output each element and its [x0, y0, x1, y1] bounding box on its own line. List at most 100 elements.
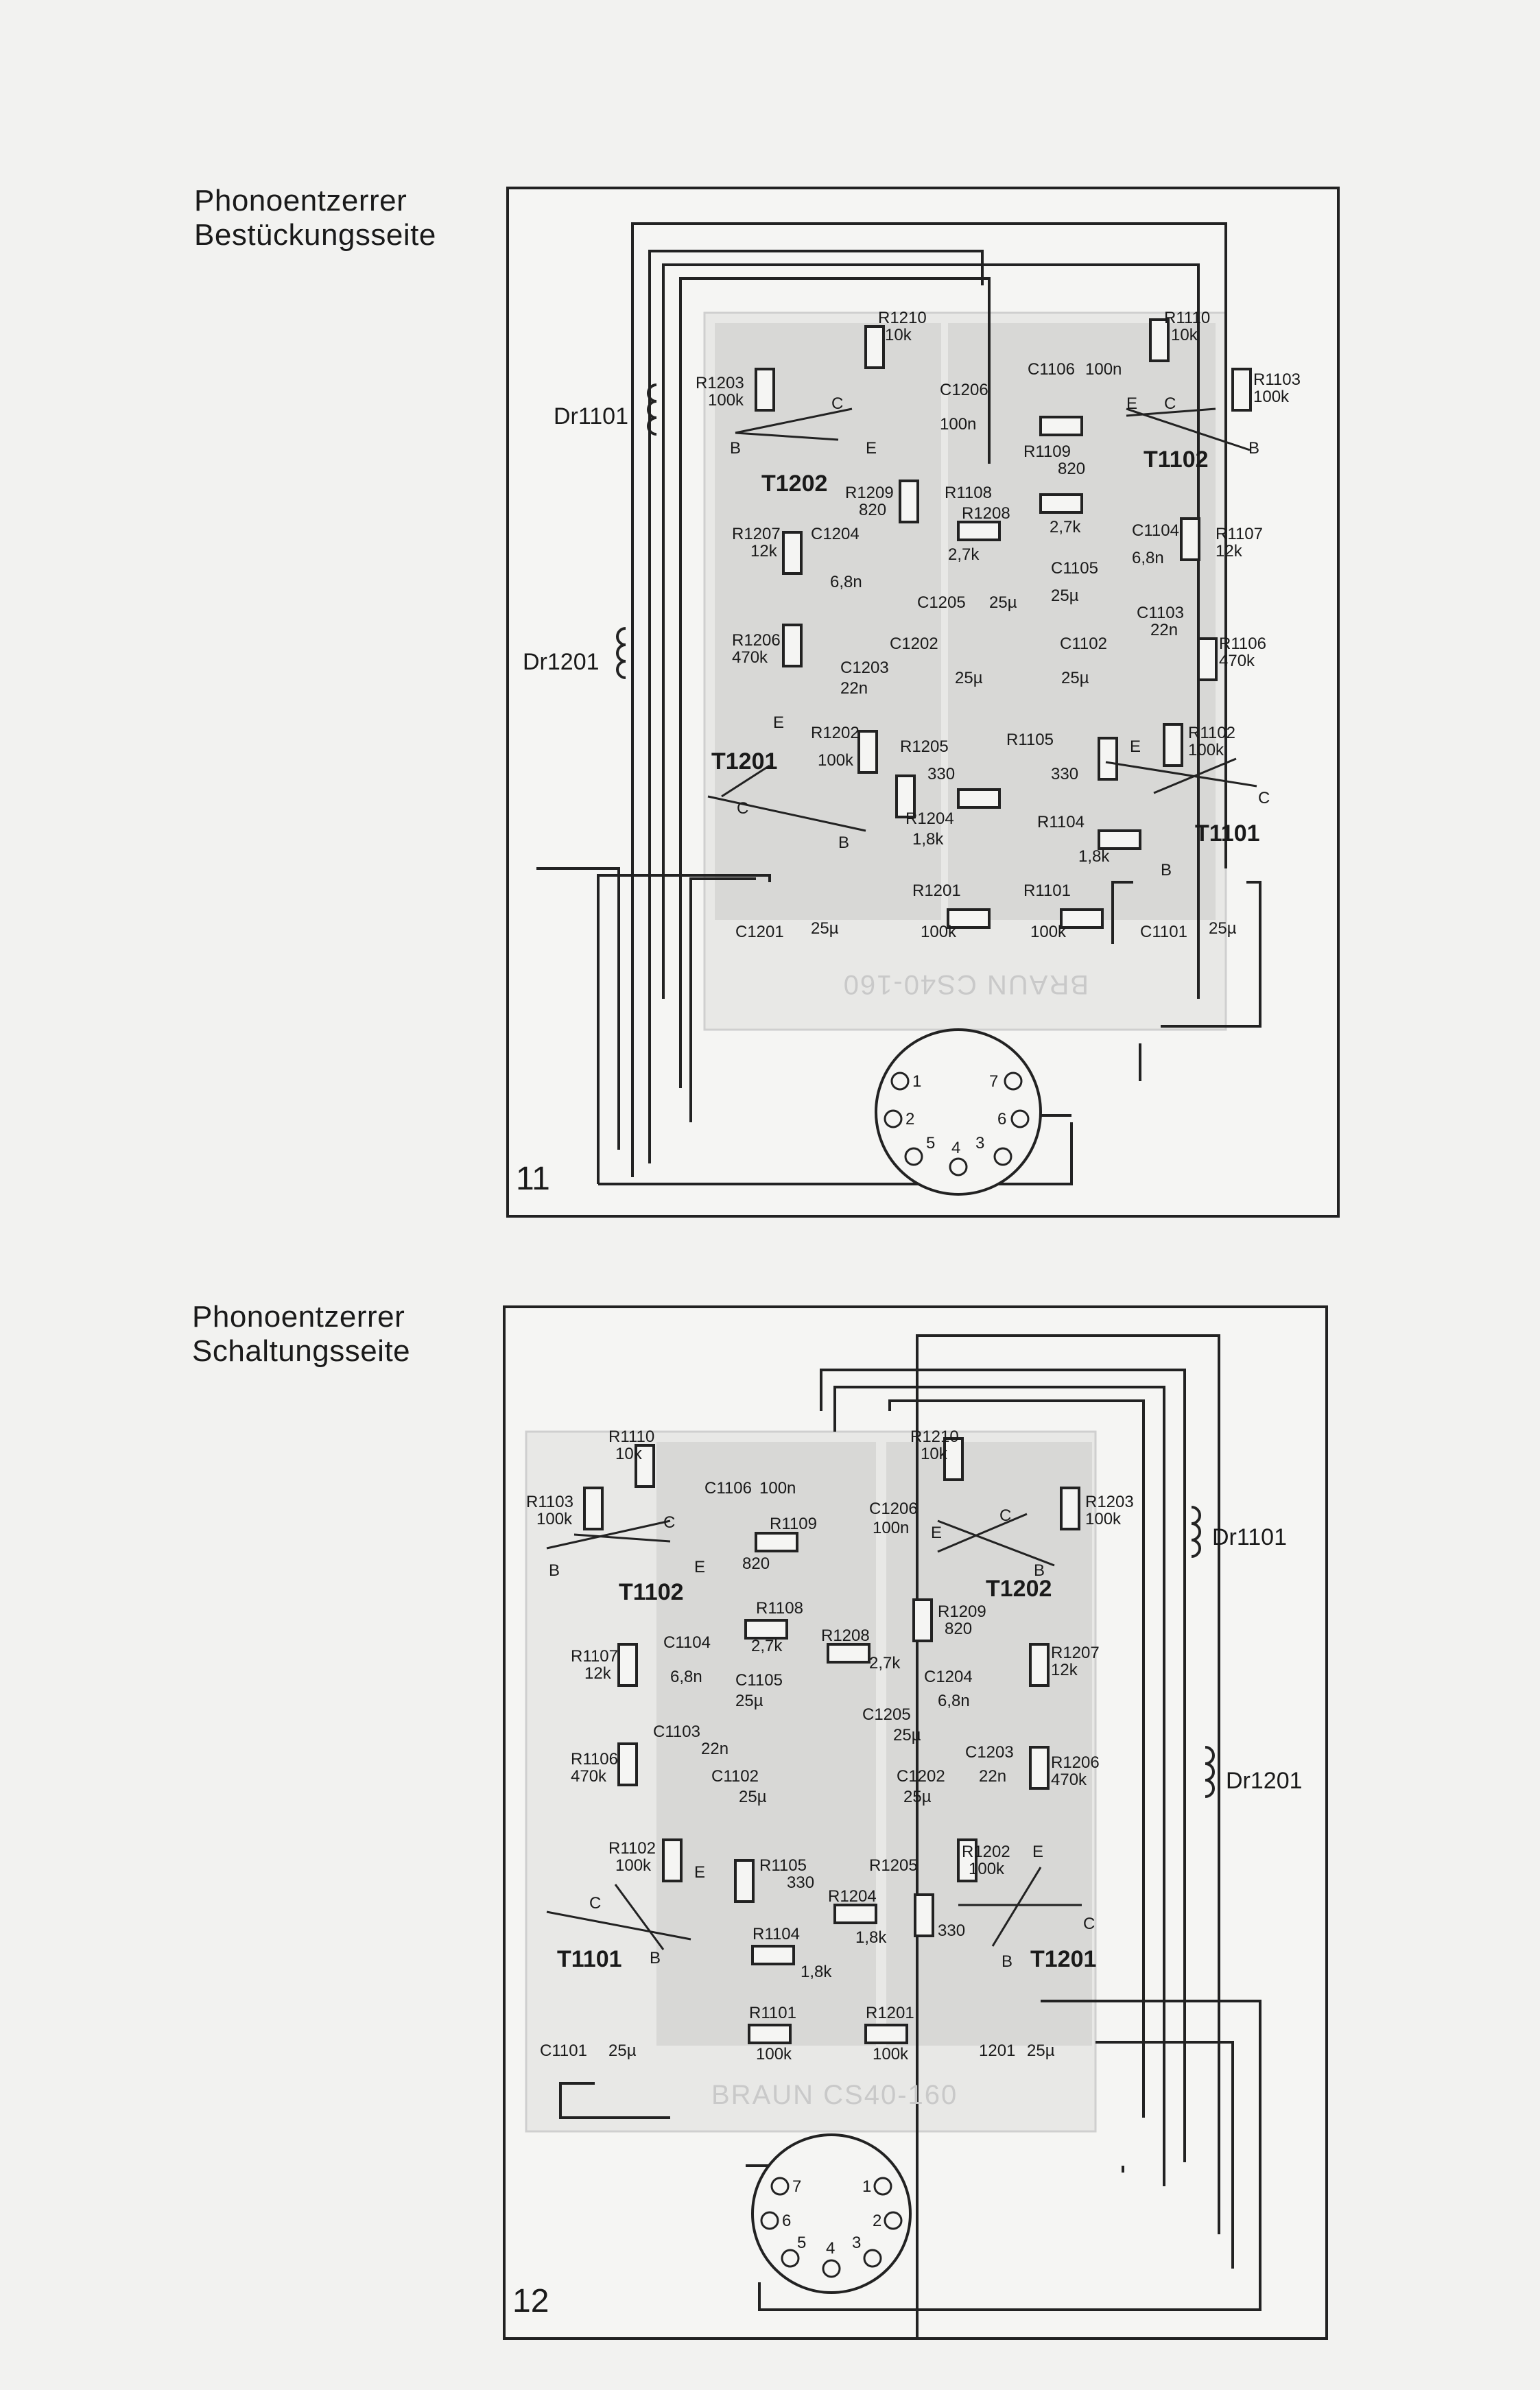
svg-text:25µ: 25µ — [739, 1788, 767, 1806]
dr1101-coil-icon — [1191, 1506, 1201, 1558]
svg-text:B: B — [838, 833, 849, 852]
svg-text:C1105: C1105 — [735, 1671, 783, 1690]
svg-text:470k: 470k — [732, 648, 768, 667]
svg-text:100k: 100k — [1188, 741, 1224, 759]
svg-text:2,7k: 2,7k — [869, 1654, 901, 1672]
svg-text:2,7k: 2,7k — [1050, 518, 1081, 536]
pin-1-label: 1 — [862, 2177, 871, 2196]
svg-text:100k: 100k — [1030, 923, 1067, 941]
pin-2-label: 2 — [873, 2212, 881, 2230]
svg-text:1,8k: 1,8k — [1078, 847, 1110, 866]
svg-text:C: C — [1164, 394, 1176, 413]
svg-text:E: E — [694, 1558, 705, 1576]
figure-11-frame: Dr1101 Dr1201 — [506, 187, 1340, 1218]
t1202-label: T1202 — [761, 471, 827, 497]
svg-text:E: E — [1130, 737, 1141, 756]
svg-text:C: C — [1083, 1915, 1095, 1933]
svg-text:R1101: R1101 — [749, 2004, 796, 2022]
svg-text:E: E — [1126, 394, 1137, 413]
svg-text:100k: 100k — [756, 2045, 792, 2063]
svg-text:R1109: R1109 — [1023, 442, 1071, 461]
svg-text:C: C — [1258, 789, 1270, 807]
svg-text:1,8k: 1,8k — [912, 830, 944, 849]
svg-text:25µ: 25µ — [1051, 587, 1079, 605]
svg-text:R1209: R1209 — [845, 484, 894, 502]
svg-text:C1202: C1202 — [890, 635, 938, 653]
t1101-label: T1101 — [557, 1946, 622, 1972]
svg-text:25µ: 25µ — [735, 1692, 763, 1710]
svg-text:R1202: R1202 — [962, 1843, 1010, 1861]
svg-text:6,8n: 6,8n — [1132, 549, 1164, 567]
svg-text:2,7k: 2,7k — [751, 1637, 783, 1655]
svg-text:25µ: 25µ — [989, 593, 1017, 612]
svg-text:R1208: R1208 — [962, 504, 1010, 523]
svg-text:100k: 100k — [1085, 1510, 1122, 1528]
svg-text:C1105: C1105 — [1051, 559, 1098, 578]
t1102-label: T1102 — [1144, 447, 1209, 473]
connector-pins — [760, 2177, 903, 2278]
svg-text:R1110: R1110 — [608, 1428, 654, 1446]
pin-4-label: 4 — [826, 2239, 835, 2258]
dr1101-label: Dr1101 — [554, 403, 628, 429]
svg-text:C1202: C1202 — [897, 1767, 945, 1786]
svg-text:22n: 22n — [1150, 621, 1178, 639]
svg-text:C1204: C1204 — [811, 525, 860, 543]
pin-6-label: 6 — [997, 1110, 1006, 1128]
svg-text:820: 820 — [1058, 460, 1085, 478]
svg-text:C: C — [999, 1506, 1011, 1525]
svg-text:25µ: 25µ — [893, 1726, 921, 1744]
svg-text:R1203: R1203 — [696, 374, 744, 392]
svg-text:R1105: R1105 — [1006, 731, 1054, 749]
svg-text:25µ: 25µ — [1027, 2042, 1055, 2060]
pin-3-label: 3 — [852, 2234, 861, 2252]
svg-text:1201: 1201 — [979, 2042, 1015, 2060]
wiring — [536, 222, 1261, 1185]
t1102-label: T1102 — [619, 1579, 684, 1605]
svg-text:100k: 100k — [615, 1856, 652, 1875]
svg-text:100k: 100k — [921, 923, 957, 941]
svg-text:C1104: C1104 — [663, 1633, 711, 1652]
svg-text:C1206: C1206 — [869, 1500, 918, 1518]
figure-11-title-line1: Phonoentzerrer — [194, 184, 407, 217]
connector-pins — [884, 1072, 1030, 1176]
svg-text:100k: 100k — [818, 751, 854, 770]
transistor-markings — [707, 407, 1257, 832]
svg-text:E: E — [773, 713, 784, 732]
dr1201-label: Dr1201 — [1226, 1768, 1303, 1794]
figure-12-title: Phonoentzerrer Schaltungsseite — [192, 1300, 410, 1369]
svg-text:100n: 100n — [940, 415, 976, 434]
svg-text:C: C — [831, 394, 843, 413]
svg-text:R1203: R1203 — [1085, 1493, 1134, 1511]
svg-text:R1206: R1206 — [732, 631, 781, 650]
svg-text:C1102: C1102 — [1060, 635, 1107, 653]
svg-text:820: 820 — [859, 501, 886, 519]
svg-text:C: C — [663, 1513, 675, 1532]
svg-text:100k: 100k — [969, 1860, 1005, 1878]
svg-text:R1202: R1202 — [811, 724, 860, 742]
resistors — [755, 318, 1252, 929]
svg-text:820: 820 — [945, 1620, 972, 1638]
svg-text:100k: 100k — [1253, 388, 1290, 406]
pin-1-label: 1 — [912, 1072, 921, 1091]
svg-text:330: 330 — [927, 765, 955, 783]
svg-text:330: 330 — [938, 1921, 965, 1940]
figure-12-diagram: Dr1101 Dr1201 — [525, 1334, 1303, 2351]
svg-text:R1207: R1207 — [1051, 1644, 1100, 1662]
svg-text:R1109: R1109 — [770, 1515, 817, 1533]
svg-text:330: 330 — [1051, 765, 1078, 783]
svg-text:R1101: R1101 — [1023, 882, 1071, 900]
svg-text:25µ: 25µ — [1209, 919, 1237, 938]
svg-text:2,7k: 2,7k — [948, 545, 980, 564]
dr1201-label: Dr1201 — [523, 649, 600, 675]
svg-text:C1201: C1201 — [735, 923, 784, 941]
svg-text:R1102: R1102 — [1188, 724, 1235, 742]
svg-text:25µ: 25µ — [608, 2042, 637, 2060]
svg-text:C1205: C1205 — [862, 1705, 911, 1724]
svg-text:12k: 12k — [1051, 1661, 1078, 1679]
copper-area-right — [886, 1442, 1092, 2046]
svg-text:470k: 470k — [1219, 652, 1255, 670]
dr1201-coil-icon — [1205, 1746, 1215, 1798]
svg-text:100k: 100k — [536, 1510, 573, 1528]
pin-3-label: 3 — [975, 1134, 984, 1152]
